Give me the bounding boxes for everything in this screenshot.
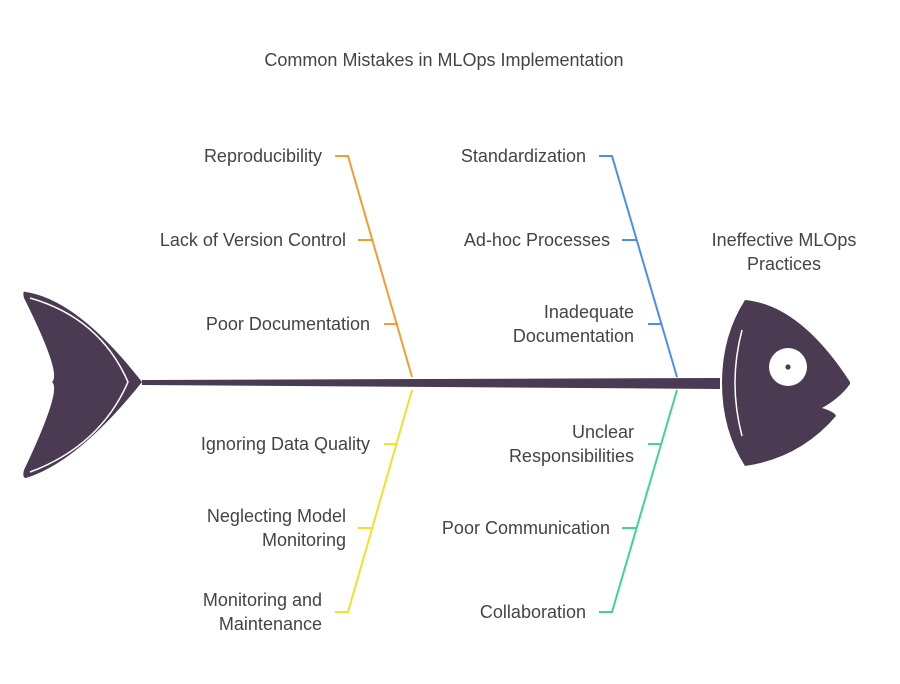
effect-label-line-1: Ineffective MLOps [711,230,857,250]
effect-label: Ineffective MLOps Practices [694,228,874,276]
spine [142,378,720,389]
fish-tail [23,291,142,478]
cause-label-lack-of-version-control: Lack of Version Control [159,230,346,250]
effect-label-line-2: Practices [746,254,822,274]
fish-head [722,300,850,466]
rib-monitoring [335,389,413,613]
category-label-reproducibility: Reproducibility [203,146,322,166]
rib-collaboration [599,389,678,613]
category-label-standardization: Standardization [460,146,586,166]
rib-standardization [599,155,678,378]
category-label-collaboration: Collaboration [479,602,586,622]
cause-label-poor-communication: Poor Communication [441,518,610,538]
fish-pupil [785,364,791,370]
cause-label-poor-documentation: Poor Documentation [205,314,370,334]
rib-reproducibility [335,155,413,378]
diagram-title: Common Mistakes in MLOps Implementation [264,50,624,70]
cause-label-ignoring-data-quality: Ignoring Data Quality [200,434,370,454]
cause-label-ad-hoc-processes: Ad-hoc Processes [463,230,610,250]
